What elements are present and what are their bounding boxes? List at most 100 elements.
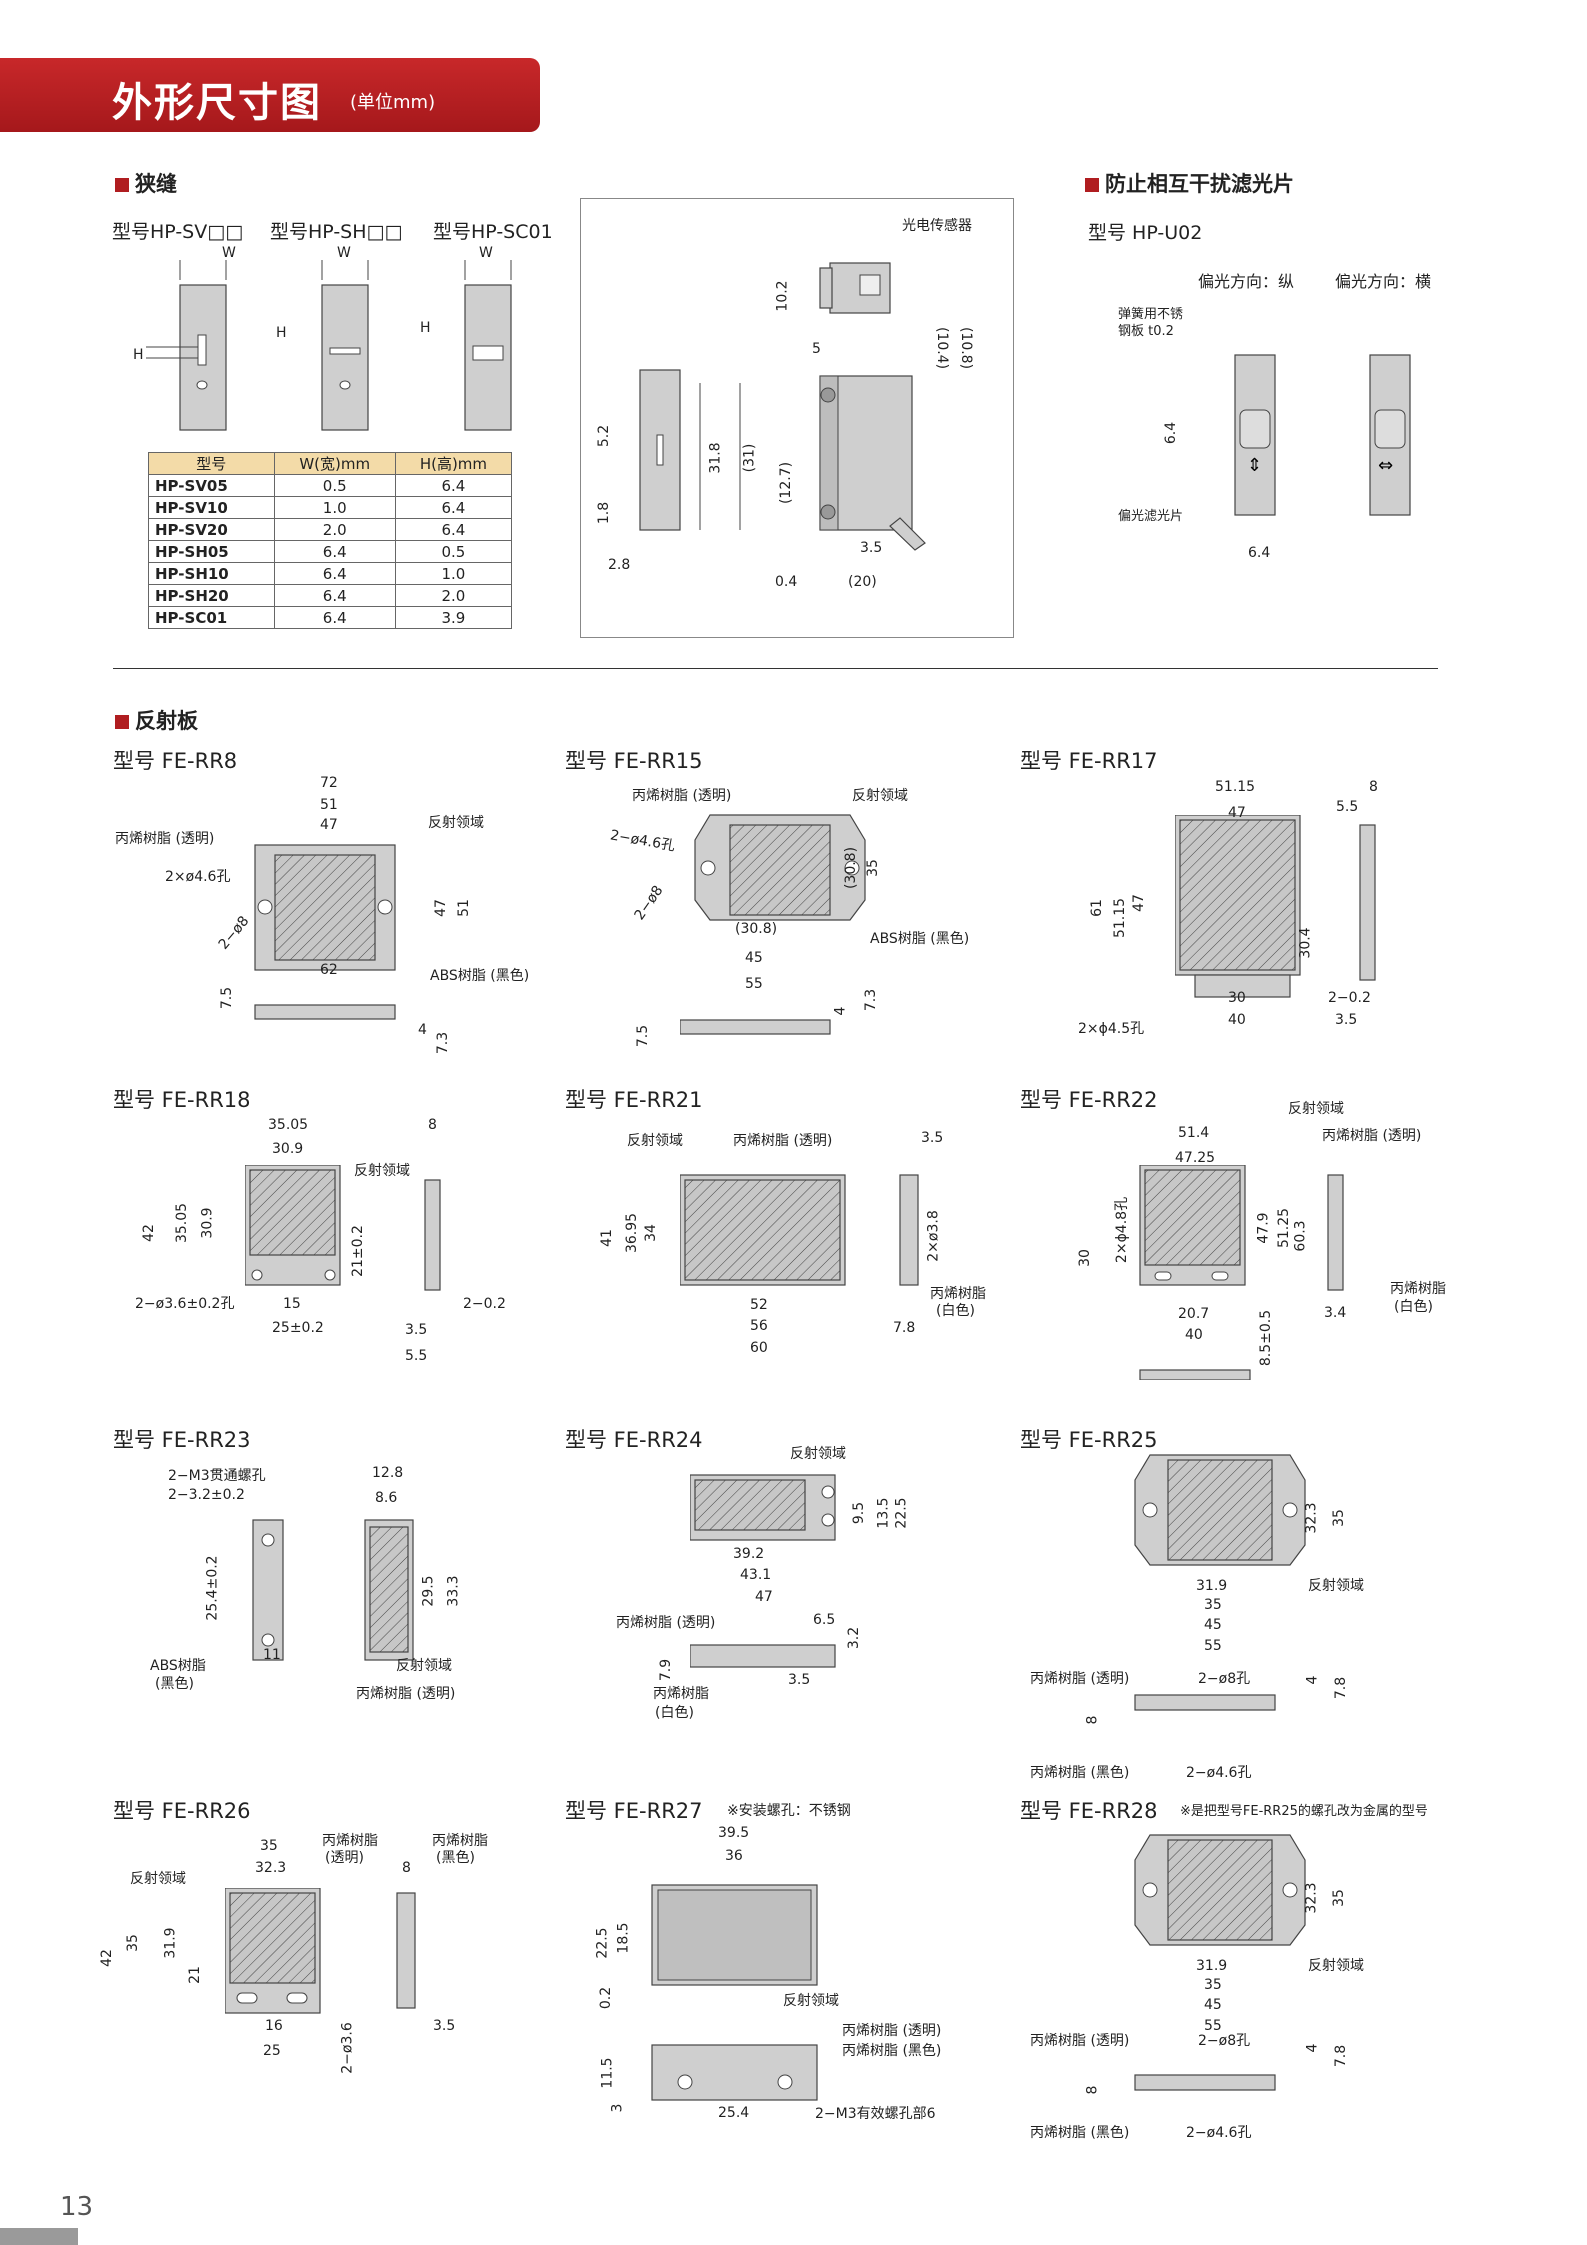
dim-text: 3.5 [860, 540, 883, 556]
model-fe-rr26: 型号 FE-RR26 [113, 1799, 251, 1823]
rr23-pp-clear: 丙烯树脂 (透明) [356, 1686, 456, 1702]
dim-text: 30 [1076, 1249, 1093, 1267]
dim-text: 21 [186, 1966, 203, 1984]
dim-text: 3.4 [1324, 1305, 1347, 1321]
dim-text: 3.5 [1335, 1012, 1358, 1028]
rr24-pp-white: 丙烯树脂 [653, 1686, 709, 1702]
dim-text: 35 [1204, 1597, 1222, 1613]
dim-text: 55 [1204, 2018, 1222, 2034]
model-fe-rr15: 型号 FE-RR15 [565, 749, 703, 773]
dim-text: (10.8) [958, 326, 975, 370]
dim-text: 7.5 [635, 1024, 652, 1048]
model-fe-rr27: 型号 FE-RR27 [565, 1799, 703, 1823]
dim-text: 51 [455, 899, 472, 917]
dim-text: 39.2 [733, 1546, 765, 1562]
dim-text: 4 [418, 1022, 427, 1038]
rr15-d: 2−ø8 [631, 882, 667, 924]
dim-text: 3.5 [921, 1130, 944, 1146]
dim-text: 60.3 [1292, 1220, 1309, 1252]
dim-text: 29.5 [420, 1575, 437, 1607]
dim-text: 62 [320, 962, 338, 978]
dim-text: 47.9 [1255, 1212, 1272, 1244]
dim-text: 7.8 [1333, 1676, 1350, 1700]
model-fe-rr8: 型号 FE-RR8 [113, 749, 238, 773]
dim-text: 3.2 [846, 1626, 863, 1650]
heading-filter: 防止相互干扰滤光片 [1085, 168, 1294, 198]
direction-horizontal: 偏光方向：横 [1335, 272, 1432, 291]
sensor-box [580, 198, 1014, 638]
dim-text: 32.3 [1303, 1502, 1320, 1534]
dim-text: 6.5 [813, 1612, 836, 1628]
dim-text: 3.5 [405, 1322, 428, 1338]
note-rr27: ※安装螺孔：不锈钢 [727, 1803, 851, 1819]
dim-text: 7.3 [863, 988, 880, 1012]
dim-text: (12.7) [778, 461, 795, 505]
dim-text: 3.5 [788, 1672, 811, 1688]
rr8-drawing [254, 844, 396, 1020]
dim-text: 4 [832, 1006, 849, 1016]
rr27-reflect: 反射领域 [783, 1993, 839, 2009]
dim-text: 8 [1084, 1715, 1101, 1725]
rr26-clear: (透明) [325, 1850, 364, 1866]
dim-text: 4 [1304, 2043, 1321, 2053]
dim-text: 31.9 [1196, 1958, 1228, 1974]
rr22-drawing [1139, 1165, 1344, 1380]
rr27-pp-black: 丙烯树脂 (黑色) [842, 2043, 942, 2059]
dim-text: 45 [745, 950, 763, 966]
dim-text: 31.9 [162, 1927, 179, 1959]
rr23-hole2: 2−3.2±0.2 [168, 1487, 245, 1503]
dim-text: 45 [1204, 1997, 1222, 2013]
dim-text: 51.15 [1112, 897, 1129, 939]
rr22-white: (白色) [1394, 1299, 1433, 1315]
dim-text: (10.4) [934, 326, 951, 370]
rr15-abs: ABS树脂 (黑色) [870, 931, 970, 947]
svg-text:⇕: ⇕ [1247, 455, 1262, 476]
model-fe-rr18: 型号 FE-RR18 [113, 1088, 251, 1112]
divider [113, 668, 1438, 669]
rr26-pp: 丙烯树脂 [322, 1833, 378, 1849]
title-banner: 外形尺寸图 (单位mm) [0, 58, 540, 132]
hp-sc01-drawing [464, 260, 512, 431]
dim-text: 0.4 [775, 574, 798, 590]
page-number: 13 [60, 2192, 94, 2222]
dim-text: 10.2 [774, 280, 791, 312]
rr15-pp-clear: 丙烯树脂 (透明) [632, 788, 732, 804]
footer-bar [0, 2228, 78, 2245]
rr21-white: (白色) [936, 1303, 975, 1319]
w-label-1: W [222, 245, 236, 261]
dim-text: 0.2 [598, 1986, 615, 2010]
rr18-hole: 2−ø3.6±0.2孔 [135, 1296, 235, 1312]
col-header: W(宽)mm [273, 452, 396, 475]
rr21-reflect: 反射领域 [627, 1133, 683, 1149]
dim-text: 30 [1228, 990, 1246, 1006]
rr8-reflect: 反射领域 [428, 815, 484, 831]
dim-text: 13.5 [875, 1497, 892, 1529]
dim-text: 9.5 [851, 1501, 868, 1525]
rr26-reflect: 反射领域 [130, 1871, 186, 1887]
dim-text: 39.5 [718, 1825, 750, 1841]
dim-text: 36 [725, 1848, 743, 1864]
dim-text: 3 [609, 2103, 626, 2113]
dim-text: 5.5 [1336, 799, 1359, 815]
dim-text: 55 [745, 976, 763, 992]
dim-text: 35.05 [268, 1117, 309, 1133]
dim-text: 72 [320, 775, 338, 791]
dim-text: (20) [848, 574, 877, 590]
table-header-row: 型号 W(宽)mm H(高)mm [148, 452, 513, 475]
rr21-pp-clear: 丙烯树脂 (透明) [733, 1133, 833, 1149]
dim-text: 47 [1228, 805, 1246, 821]
dim-text: 21±0.2 [349, 1225, 366, 1277]
model-hp-sc01: 型号HP-SC01 [433, 221, 553, 243]
model-hp-sh: 型号HP-SH□□ [270, 221, 403, 243]
rr26-black: (黑色) [436, 1850, 475, 1866]
rr23-reflect: 反射领域 [396, 1658, 452, 1674]
dim-text: 2×ø3.8 [925, 1210, 942, 1262]
dim-text: 2−ø3.6 [339, 2022, 356, 2074]
model-fe-rr23: 型号 FE-RR23 [113, 1428, 251, 1452]
dim-text: 55 [1204, 1638, 1222, 1654]
dim-text: 25.4±0.2 [204, 1555, 221, 1621]
dim-text: 47 [755, 1589, 773, 1605]
